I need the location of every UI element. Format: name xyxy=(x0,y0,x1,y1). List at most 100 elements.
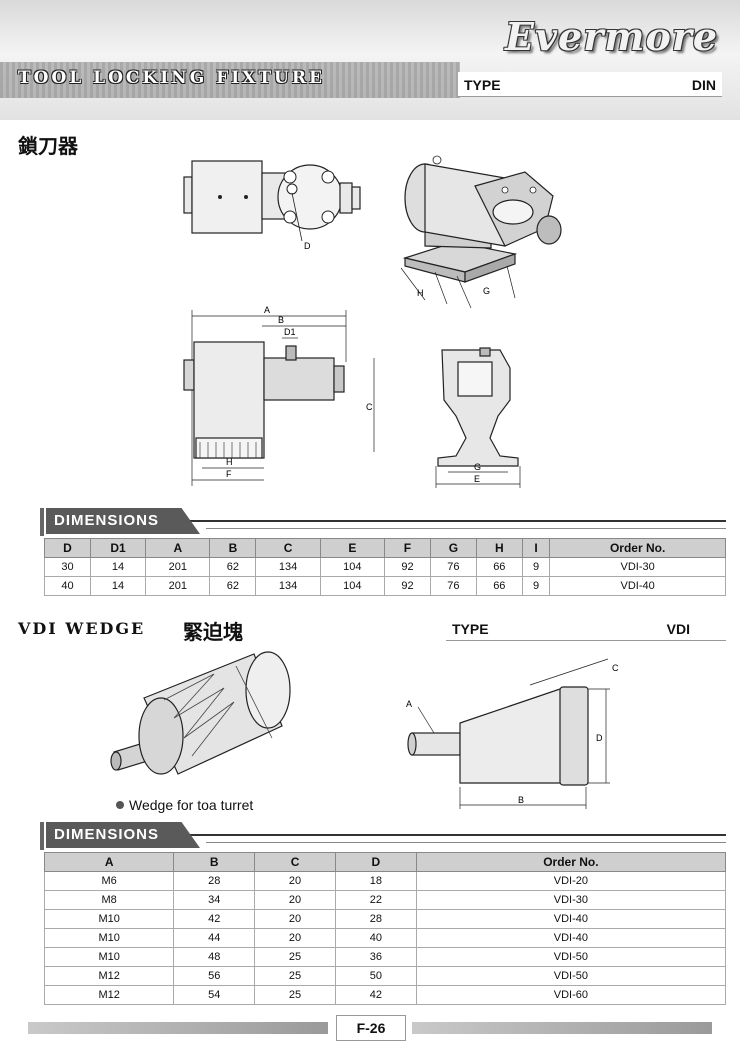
table-cell: 34 xyxy=(173,890,256,910)
table-cell: 22 xyxy=(334,890,417,910)
table-header-cell: B xyxy=(209,538,257,558)
table-cell: 92 xyxy=(384,557,431,577)
table-cell: 36 xyxy=(334,947,417,967)
wedge-caption: Wedge for toa turret xyxy=(116,797,253,813)
table-header-cell: Order No. xyxy=(549,538,726,558)
dim-label-f: F xyxy=(226,469,232,479)
dim-label-c: C xyxy=(366,402,373,412)
table-header-cell: G xyxy=(429,538,477,558)
dim-label-a: A xyxy=(264,305,270,315)
table-cell: 20 xyxy=(254,928,336,948)
table-cell: 40 xyxy=(44,576,91,596)
drawing-fixture-front-view: A B D1 C H F xyxy=(183,305,375,486)
table-header-cell: C xyxy=(255,538,321,558)
dim-label-e: E xyxy=(474,474,480,484)
page-number: F-26 xyxy=(336,1015,406,1041)
table-cell: 76 xyxy=(429,576,477,596)
type-label: TYPE xyxy=(464,77,501,93)
table-cell: VDI-50 xyxy=(415,966,727,986)
table-cell: 76 xyxy=(429,557,477,577)
drawing-fixture-side-view: G E xyxy=(435,347,521,488)
table-cell: 9 xyxy=(521,557,551,577)
table-header-cell: D1 xyxy=(89,538,147,558)
table-cell: M6 xyxy=(43,871,175,891)
table-cell: M12 xyxy=(43,985,175,1005)
table-cell: 48 xyxy=(173,947,256,967)
table-cell: 134 xyxy=(255,576,321,596)
table-cell: M12 xyxy=(43,966,175,986)
table-header-cell: I xyxy=(521,538,551,558)
table-cell: 28 xyxy=(334,909,417,929)
table-cell: 62 xyxy=(209,557,257,577)
section2-chinese-title: 緊迫塊 xyxy=(183,620,243,644)
table-cell: VDI-40 xyxy=(415,928,727,948)
bullet-icon xyxy=(116,801,124,809)
dimensions-label-1: DIMENSIONS xyxy=(54,512,160,529)
table-cell: 201 xyxy=(145,557,211,577)
table-cell: M10 xyxy=(43,947,175,967)
table-cell: 66 xyxy=(475,557,523,577)
table-cell: 54 xyxy=(173,985,256,1005)
type-value-vdi: VDI xyxy=(666,621,690,637)
table-cell: 25 xyxy=(254,966,336,986)
table-cell: 28 xyxy=(173,871,256,891)
table-header-cell: A xyxy=(43,852,175,872)
table-cell: 201 xyxy=(145,576,211,596)
table-cell: 62 xyxy=(209,576,257,596)
drawing-wedge-side-view: B D C A xyxy=(406,658,619,809)
dim-label-d-wedge: D xyxy=(596,733,603,743)
dimensions-header-1: DIMENSIONS xyxy=(40,508,726,536)
table-cell: 104 xyxy=(319,557,386,577)
brand-logo: Evermore xyxy=(505,14,718,59)
table-header-cell: B xyxy=(173,852,256,872)
table-header-cell: F xyxy=(384,538,431,558)
table-cell: 14 xyxy=(89,557,147,577)
table-cell: VDI-40 xyxy=(415,909,727,929)
dim-label-b-wedge: B xyxy=(518,795,524,805)
table-header-cell: D xyxy=(44,538,91,558)
table-cell: 14 xyxy=(89,576,147,596)
table-cell: M8 xyxy=(43,890,175,910)
table-cell: 9 xyxy=(521,576,551,596)
table-cell: 20 xyxy=(254,871,336,891)
drawing-fixture-top-view: D xyxy=(183,160,361,251)
table-cell: 20 xyxy=(254,890,336,910)
table-header-cell: Order No. xyxy=(415,852,727,872)
footer-bar-right xyxy=(412,1022,712,1034)
table-cell: VDI-40 xyxy=(549,576,726,596)
dimensions-label-2: DIMENSIONS xyxy=(54,826,160,843)
dim-label-a-wedge: A xyxy=(406,699,412,709)
type-label-vdi: TYPE xyxy=(452,621,489,637)
dim-label-d1: D1 xyxy=(284,327,296,337)
table-header-cell: H xyxy=(475,538,523,558)
dim-label-b: B xyxy=(278,315,284,325)
table-cell: 92 xyxy=(384,576,431,596)
section-title: TOOL LOCKING FIXTURE xyxy=(18,68,325,88)
type-value: DIN xyxy=(691,77,716,93)
header-band xyxy=(0,0,740,120)
table-cell: 44 xyxy=(173,928,256,948)
section1-chinese-title: 鎖刀器 xyxy=(18,134,78,158)
dim-label-h-front: H xyxy=(226,457,233,467)
table-cell: M10 xyxy=(43,909,175,929)
table-cell: VDI-20 xyxy=(415,871,727,891)
table-cell: 134 xyxy=(255,557,321,577)
table-header-cell: D xyxy=(334,852,417,872)
type-box-din: TYPE DIN xyxy=(458,72,722,97)
table-cell: 20 xyxy=(254,909,336,929)
table-cell: VDI-30 xyxy=(415,890,727,910)
table-cell: 66 xyxy=(475,576,523,596)
table-header-cell: C xyxy=(254,852,336,872)
table-cell: VDI-60 xyxy=(415,985,727,1005)
table-cell: 40 xyxy=(334,928,417,948)
dimensions-header-2: DIMENSIONS xyxy=(40,822,726,850)
dim-label-d-top: D xyxy=(304,241,311,251)
